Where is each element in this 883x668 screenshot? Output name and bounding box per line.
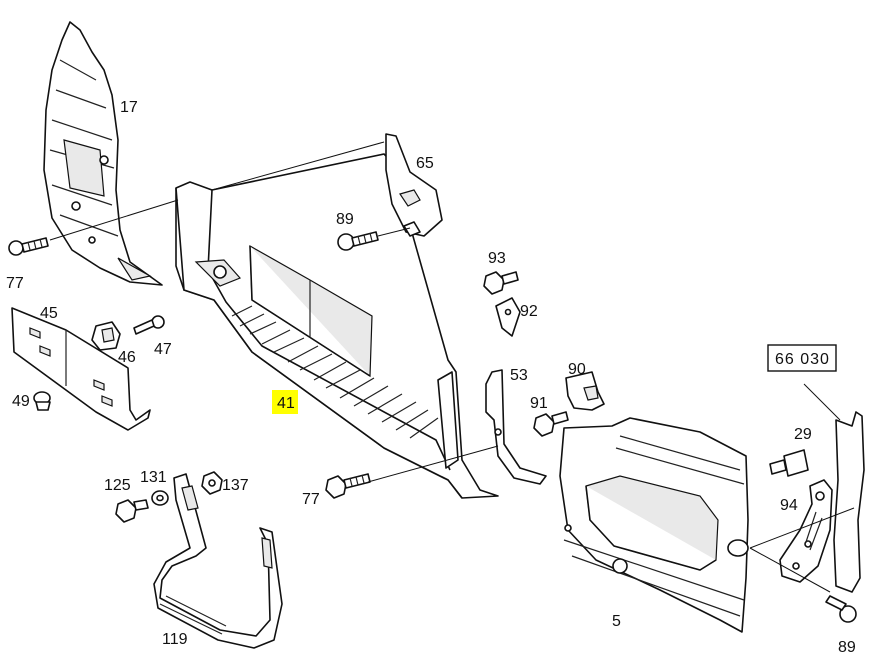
part-92-plate[interactable] [495,297,521,337]
label-41[interactable]: 41 [277,395,295,412]
part-labels: 17 77 45 46 47 49 65 89 93 92 41 53 90 9… [6,99,856,656]
part-77-bolt-lower[interactable] [325,473,371,499]
part-131-washer[interactable] [151,490,169,506]
part-94-lamp-holder[interactable] [779,479,833,583]
part-53-side-bracket[interactable] [485,369,547,485]
part-89-bolt-upper[interactable] [337,231,379,251]
leader-lines [49,141,855,593]
part-41-rear-bumper[interactable] [175,153,499,499]
part-5-rear-panel[interactable] [559,417,749,633]
part-90-bracket[interactable] [565,371,605,411]
label-93[interactable]: 93 [488,250,506,267]
reference-code-box [767,344,837,372]
label-65[interactable]: 65 [416,155,434,172]
label-131[interactable]: 131 [140,469,167,486]
part-137-nut[interactable] [201,471,223,495]
part-91-bolt[interactable] [533,411,569,437]
reference-panel[interactable]: 66 030 [767,344,865,593]
label-45[interactable]: 45 [40,305,58,322]
label-91[interactable]: 91 [530,395,548,412]
label-29[interactable]: 29 [794,426,812,443]
label-77-lower[interactable]: 77 [302,491,320,508]
label-53[interactable]: 53 [510,367,528,384]
label-47[interactable]: 47 [154,341,172,358]
part-45-plate-holder[interactable] [11,307,151,431]
part-17-corner-bumper[interactable] [43,21,163,286]
part-46-clip[interactable] [91,321,121,351]
label-94[interactable]: 94 [780,497,798,514]
part-29-spacer[interactable] [769,449,809,477]
part-125-bolt[interactable] [115,499,149,523]
label-119[interactable]: 119 [162,631,188,648]
part-119-step[interactable] [153,473,283,649]
label-49[interactable]: 49 [12,393,30,410]
highlight-41 [272,390,298,414]
label-5[interactable]: 5 [612,613,621,630]
reference-code: 66 030 [775,351,830,368]
part-77-bolt-left[interactable] [8,237,49,256]
label-90[interactable]: 90 [568,361,586,378]
label-17[interactable]: 17 [120,99,138,116]
part-93-bolt[interactable] [483,271,519,295]
label-137[interactable]: 137 [222,477,249,494]
part-47-screw[interactable] [133,315,165,335]
label-89-upper[interactable]: 89 [336,211,354,228]
label-89-lower[interactable]: 89 [838,639,856,656]
label-77-upper[interactable]: 77 [6,275,24,292]
label-125[interactable]: 125 [104,477,131,494]
label-92[interactable]: 92 [520,303,538,320]
label-46[interactable]: 46 [118,349,136,366]
part-49-grommet[interactable] [33,391,51,411]
part-65-bracket[interactable] [385,133,443,237]
part-89-bolt-lower[interactable] [825,595,857,623]
